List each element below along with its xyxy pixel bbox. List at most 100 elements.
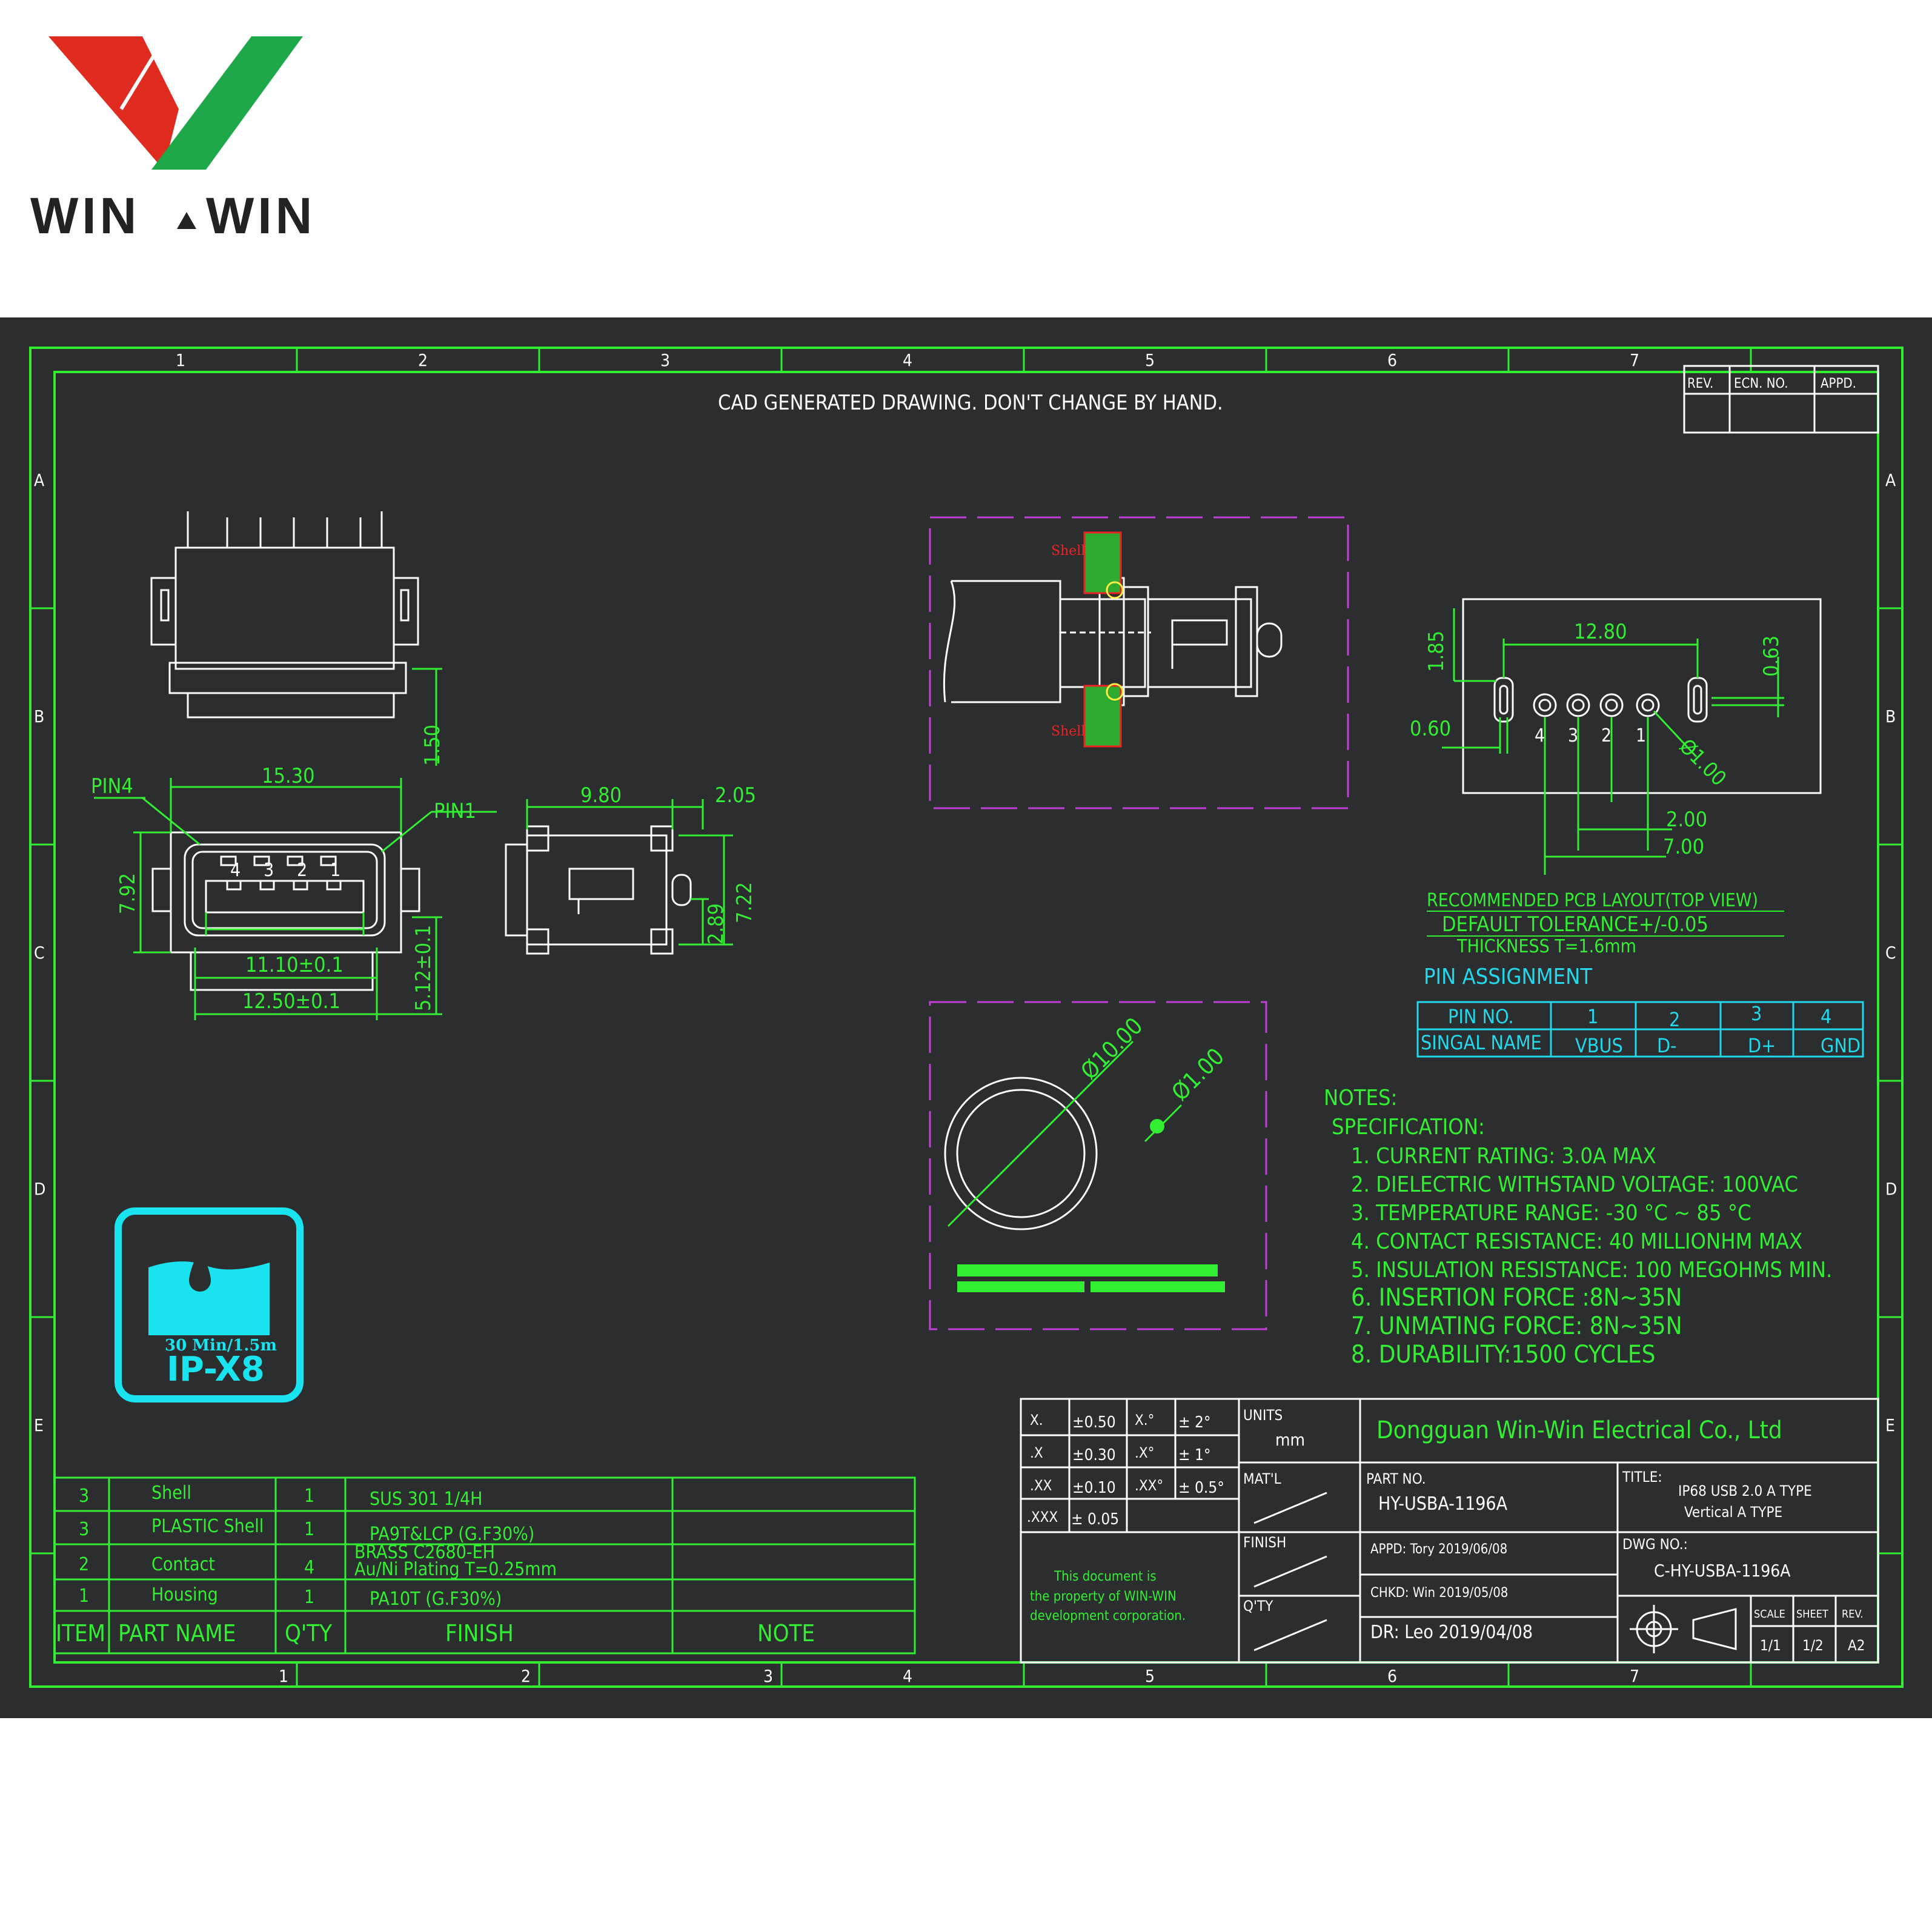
bom-item: 1 [79,1585,89,1607]
notes-block: NOTES: SPECIFICATION: 1. CURRENT RATING:… [1324,1086,1832,1369]
projection-symbol-icon [1630,1605,1737,1653]
tol-x1-val: ±0.30 [1072,1446,1116,1464]
front-pin-3: 3 [264,860,274,881]
dim-2-89: 2.89 [704,903,728,944]
pcb-thickness: THICKNESS T=1.6mm [1456,936,1636,957]
dim-2-05: 2.05 [715,783,756,808]
pcb-pin-numbers: 4 3 2 1 [1535,725,1646,746]
frame-ticks [30,348,1902,1687]
title-line-2: Vertical A TYPE [1684,1504,1782,1521]
bom-header-part: PART NAME [118,1620,236,1647]
col-label-bottom: 5 [1145,1666,1155,1686]
section-view-frame [929,516,1349,809]
bom-header-item: ITEM [56,1620,105,1647]
dim-hole: Ø1.00 [1675,734,1731,791]
property-notice: This document is the property of WIN-WIN… [1030,1569,1186,1624]
units-value: mm [1275,1430,1305,1450]
bom-item: 3 [79,1486,89,1507]
pin-no-3: 3 [1751,1002,1762,1025]
note-5: 5. INSULATION RESISTANCE: 100 MEGOHMS MI… [1351,1258,1832,1283]
title-line-1: IP68 USB 2.0 A TYPE [1678,1482,1812,1499]
pin-assignment-title: PIN ASSIGNMENT [1424,964,1592,989]
pcb-title: RECOMMENDED PCB LAYOUT(TOP VIEW) [1427,890,1758,911]
col-label-bottom: 6 [1387,1666,1397,1686]
bom-headers: ITEM PART NAME Q'TY FINISH NOTE [56,1620,815,1647]
col-label-bottom: 7 [1630,1666,1639,1686]
shell-bottom-contact [1106,683,1124,701]
front-pin-numbers: 4 3 2 1 [230,860,340,881]
shell-bottom-label: Shell [1051,724,1085,739]
bom-table [53,1476,916,1655]
tol-x3-val: ± 0.05 [1071,1510,1119,1529]
signal-name-header: SINGAL NAME [1421,1031,1542,1054]
notes-title: NOTES: [1324,1086,1397,1110]
side-view-dim-labels: 9.80 2.05 7.22 2.89 [580,783,757,944]
pin-no-1: 1 [1587,1005,1598,1028]
dim-0-60: 0.60 [1410,717,1451,741]
top-view-dim [412,668,442,766]
rev-header: REV. [1687,376,1713,391]
dim-11-10: 11.10±0.1 [245,953,344,977]
dim-7-92: 7.92 [116,873,140,914]
dr-line: DR: Leo 2019/04/08 [1370,1622,1533,1643]
row-label: D [34,1179,45,1199]
title-block-cells: PART NO. HY-USBA-1196A TITLE: IP68 USB 2… [1366,1469,1865,1654]
bom-header-qty: Q'TY [285,1620,332,1647]
cutout-outer-circle [944,1077,1098,1230]
row-label-right: A [1885,470,1896,490]
dim-phi-1: Ø1.00 [1166,1043,1229,1106]
matl-label: MAT'L [1243,1470,1281,1487]
title-label: TITLE: [1622,1469,1662,1486]
tol-xa-val: ± 2° [1178,1413,1211,1432]
bom-header-finish: FINISH [445,1620,514,1647]
pcb-pads [1493,677,1708,723]
signal-gnd: GND [1821,1034,1861,1057]
pin-no-4: 4 [1821,1005,1831,1028]
header-note: CAD GENERATED DRAWING. DON'T CHANGE BY H… [718,391,1223,415]
sheet-value: 1/2 [1802,1637,1824,1654]
bom-part: Shell [151,1482,191,1504]
row-label: C [34,943,45,963]
col-label-bottom: 1 [279,1666,288,1686]
col-label: 7 [1630,350,1639,370]
cutout-diameter-line [947,1040,1134,1227]
shell-top-block [1083,531,1122,594]
col-label: 6 [1387,350,1397,370]
dwg-no: C-HY-USBA-1196A [1654,1561,1791,1581]
part-no-label: PART NO. [1366,1470,1426,1487]
pin4-label: PIN4 [91,774,133,798]
dim-1-85: 1.85 [1424,631,1449,672]
inner-frame [53,371,1879,1664]
pcb-dims [1442,608,1784,875]
shell-bottom-block [1083,685,1122,748]
tol-x2-val: ±0.10 [1072,1479,1116,1497]
row-label-right: D [1885,1179,1897,1199]
logo-green-mark [151,36,303,170]
cutout-hatch-text [957,1264,1225,1292]
tol-x: X. [1030,1412,1043,1429]
logo-circuit-mark [119,53,208,110]
property-line-3: development corporation. [1030,1608,1186,1624]
note-7: 7. UNMATING FORCE: 8N~35N [1351,1312,1682,1340]
dim-phi-10: Ø10.00 [1075,1012,1147,1084]
tol-x1a-val: ± 1° [1178,1446,1211,1464]
panel-cutout-frame [929,1001,1267,1330]
pcb-pin-2: 2 [1601,725,1612,746]
col-label: 5 [1145,350,1155,370]
bom-qty: 1 [304,1587,314,1608]
dim-5-12: 5.12±0.1 [411,925,436,1011]
tol-x1: .X [1030,1444,1043,1461]
tol-x1a: .X° [1135,1444,1154,1461]
front-pin-4: 4 [230,860,241,881]
bom-item: 2 [79,1554,89,1575]
col-label-bottom: 3 [763,1666,773,1686]
property-line-2: the property of WIN-WIN [1030,1589,1177,1604]
col-label-bottom: 2 [521,1666,531,1686]
row-label-right: C [1885,943,1896,963]
dim-12-80: 12.80 [1574,620,1627,644]
front-view-dims [94,778,497,1020]
ip-depth-text: 30 Min/1.5m [165,1336,277,1355]
revision-table: REV. ECN. NO. APPD. [1683,365,1879,434]
ip-x8-badge: 30 Min/1.5m IP-X8 [115,1207,304,1403]
note-8: 8. DURABILITY:1500 CYCLES [1351,1341,1655,1369]
